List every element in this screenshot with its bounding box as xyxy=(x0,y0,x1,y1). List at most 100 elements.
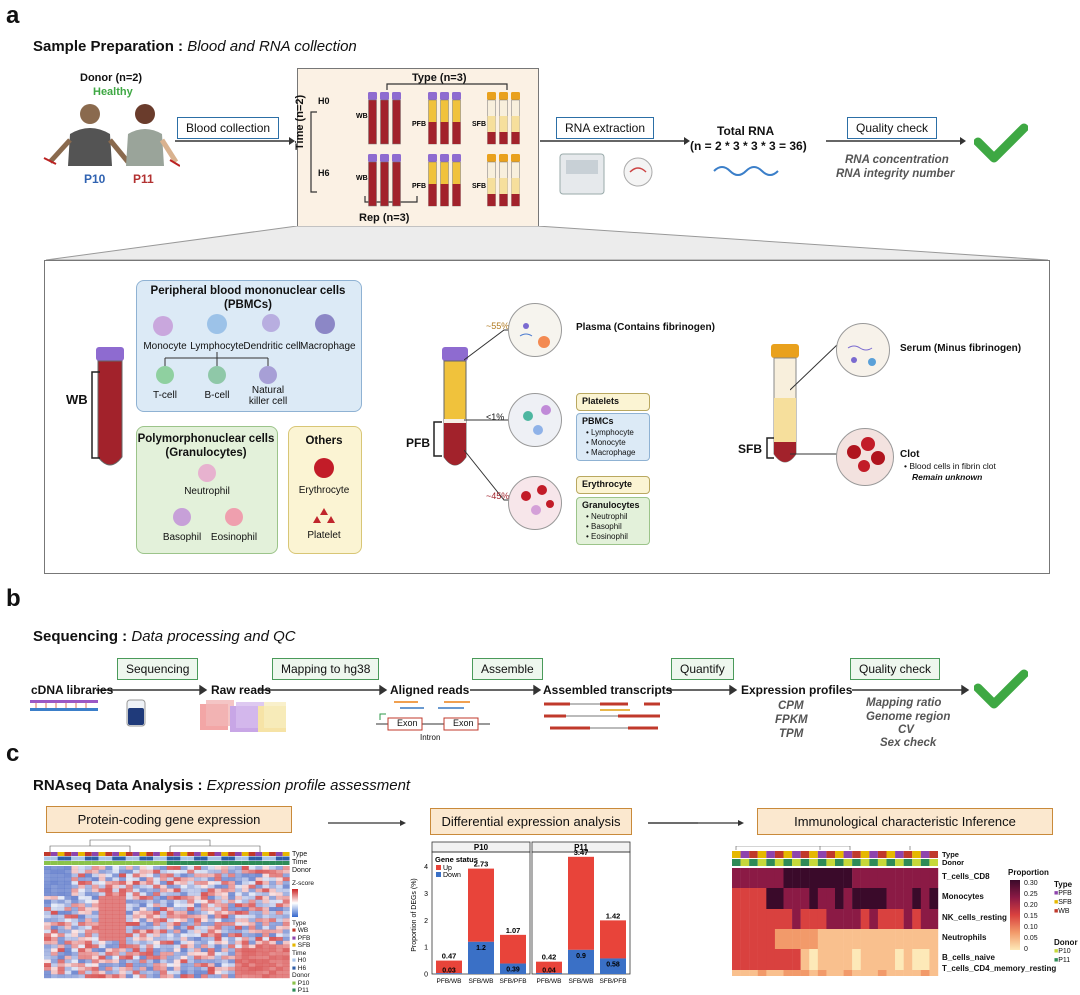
hm1-cell xyxy=(166,922,174,926)
hm2-cell xyxy=(903,909,913,930)
hm1-cell xyxy=(84,869,92,874)
hm1-legends: Z-score Type ■ WB ■ PFB ■ SFB Time ■ H0 … xyxy=(292,880,314,995)
hm2-cell xyxy=(800,929,810,950)
hm1-cell xyxy=(50,910,58,915)
hm1-cell xyxy=(98,922,106,926)
hm1-cell xyxy=(91,880,99,885)
hm1-cell xyxy=(194,892,202,897)
hm1-donor-cell xyxy=(187,861,195,865)
hm1-cell xyxy=(57,951,65,956)
hm1-cell xyxy=(234,895,242,900)
hm1-cell xyxy=(214,963,222,967)
hm1-cell xyxy=(200,907,208,911)
hm1-cell xyxy=(241,880,249,885)
hm1-cell xyxy=(153,959,161,964)
hm1-cell xyxy=(146,907,154,911)
intron-label: Intron xyxy=(420,733,441,742)
sample-tube-pfb xyxy=(428,92,437,145)
hm2-type-cell xyxy=(920,851,930,858)
hm1-cell xyxy=(91,892,99,897)
panel-c-arrow-2 xyxy=(648,820,744,826)
hm1-cell xyxy=(132,880,140,885)
hm1-cell xyxy=(139,918,147,923)
hm1-cell xyxy=(214,922,222,926)
hm1-cell xyxy=(119,884,127,889)
hm1-cell xyxy=(132,948,140,953)
hm1-cell xyxy=(139,910,147,915)
hm1-time-cell xyxy=(64,856,72,861)
hm1-cell xyxy=(105,955,113,960)
stage-cdna: cDNA libraries xyxy=(31,683,114,697)
hm1-cell xyxy=(57,869,65,874)
hm1-cell xyxy=(248,918,256,923)
hm2-cell xyxy=(800,970,810,976)
hm2-donor-cell xyxy=(852,859,861,866)
hm1-cell xyxy=(262,869,270,874)
hm1-cell xyxy=(50,974,58,979)
hm1-cell xyxy=(248,948,256,953)
hm2-cell xyxy=(774,888,784,910)
hm1-cell xyxy=(84,963,92,967)
tube-label-pfb: PFB xyxy=(412,121,426,128)
hm1-cell xyxy=(228,929,236,934)
hm1-cell xyxy=(78,936,86,941)
section-title-a: Sample Preparation : Blood and RNA colle… xyxy=(33,38,357,55)
hm1-cell xyxy=(282,936,290,941)
hm1-cell xyxy=(187,903,195,908)
hm1-cell xyxy=(180,933,188,938)
hm1-cell xyxy=(125,899,133,904)
hm1-cell xyxy=(228,948,236,953)
hm1-cell xyxy=(91,933,99,938)
hm2-cell xyxy=(800,868,810,889)
hm1-cell xyxy=(214,944,222,949)
deg-bar-up xyxy=(436,960,462,974)
hm1-cell xyxy=(221,948,229,953)
hm1-cell xyxy=(132,888,140,893)
hm1-cell xyxy=(221,914,229,919)
hm1-cell xyxy=(200,888,208,893)
hm1-cell xyxy=(112,866,120,870)
deg-legend-down: Down xyxy=(443,872,461,879)
hm1-cell xyxy=(139,877,147,882)
hm1-cell xyxy=(194,925,202,930)
hm1-cell xyxy=(214,974,222,979)
hm1-cell xyxy=(200,933,208,938)
hm1-cell xyxy=(146,866,154,870)
hm1-cell xyxy=(275,910,283,915)
tube-grid-illustration xyxy=(310,83,508,203)
hm1-cell xyxy=(64,914,72,919)
rep-label: Rep (n=3) xyxy=(359,212,410,224)
hm1-cell xyxy=(112,884,120,889)
hm1-cell xyxy=(262,936,270,941)
hm2-cell xyxy=(860,888,870,910)
hm1-cell xyxy=(44,948,52,953)
hm1-cell xyxy=(119,869,127,874)
hm1-cell xyxy=(241,910,249,915)
hm1-cell xyxy=(214,880,222,885)
plasma-circle xyxy=(508,303,562,357)
rna-extraction-machine-icon xyxy=(559,153,653,195)
hm1-cell xyxy=(78,899,86,904)
hm1-cell xyxy=(91,944,99,949)
hm1-cell xyxy=(194,933,202,938)
hm1-cell xyxy=(112,959,120,964)
hm2-donor-cell xyxy=(826,859,835,866)
hm1-cell xyxy=(214,918,222,923)
hm2-cell xyxy=(809,949,819,971)
hm1-cell xyxy=(71,955,79,960)
hm1-time-cell xyxy=(57,856,65,861)
hm1-cell xyxy=(64,944,72,949)
hm1-cell xyxy=(84,877,92,882)
hm2-cell xyxy=(895,909,904,930)
hm1-cell xyxy=(187,948,195,953)
hm2-cell xyxy=(766,929,776,950)
hm1-cell xyxy=(91,918,99,923)
hm1-cell xyxy=(166,880,174,885)
hm1-cell xyxy=(187,970,195,975)
hm1-type-cell xyxy=(194,852,201,856)
deg-y-axis-label: Proportion of DEGs (%) xyxy=(411,878,418,952)
hm1-cell xyxy=(234,922,242,926)
hm1-cell xyxy=(282,877,290,882)
hm1-donor-cell xyxy=(91,861,99,865)
deg-bar-down xyxy=(468,941,494,974)
